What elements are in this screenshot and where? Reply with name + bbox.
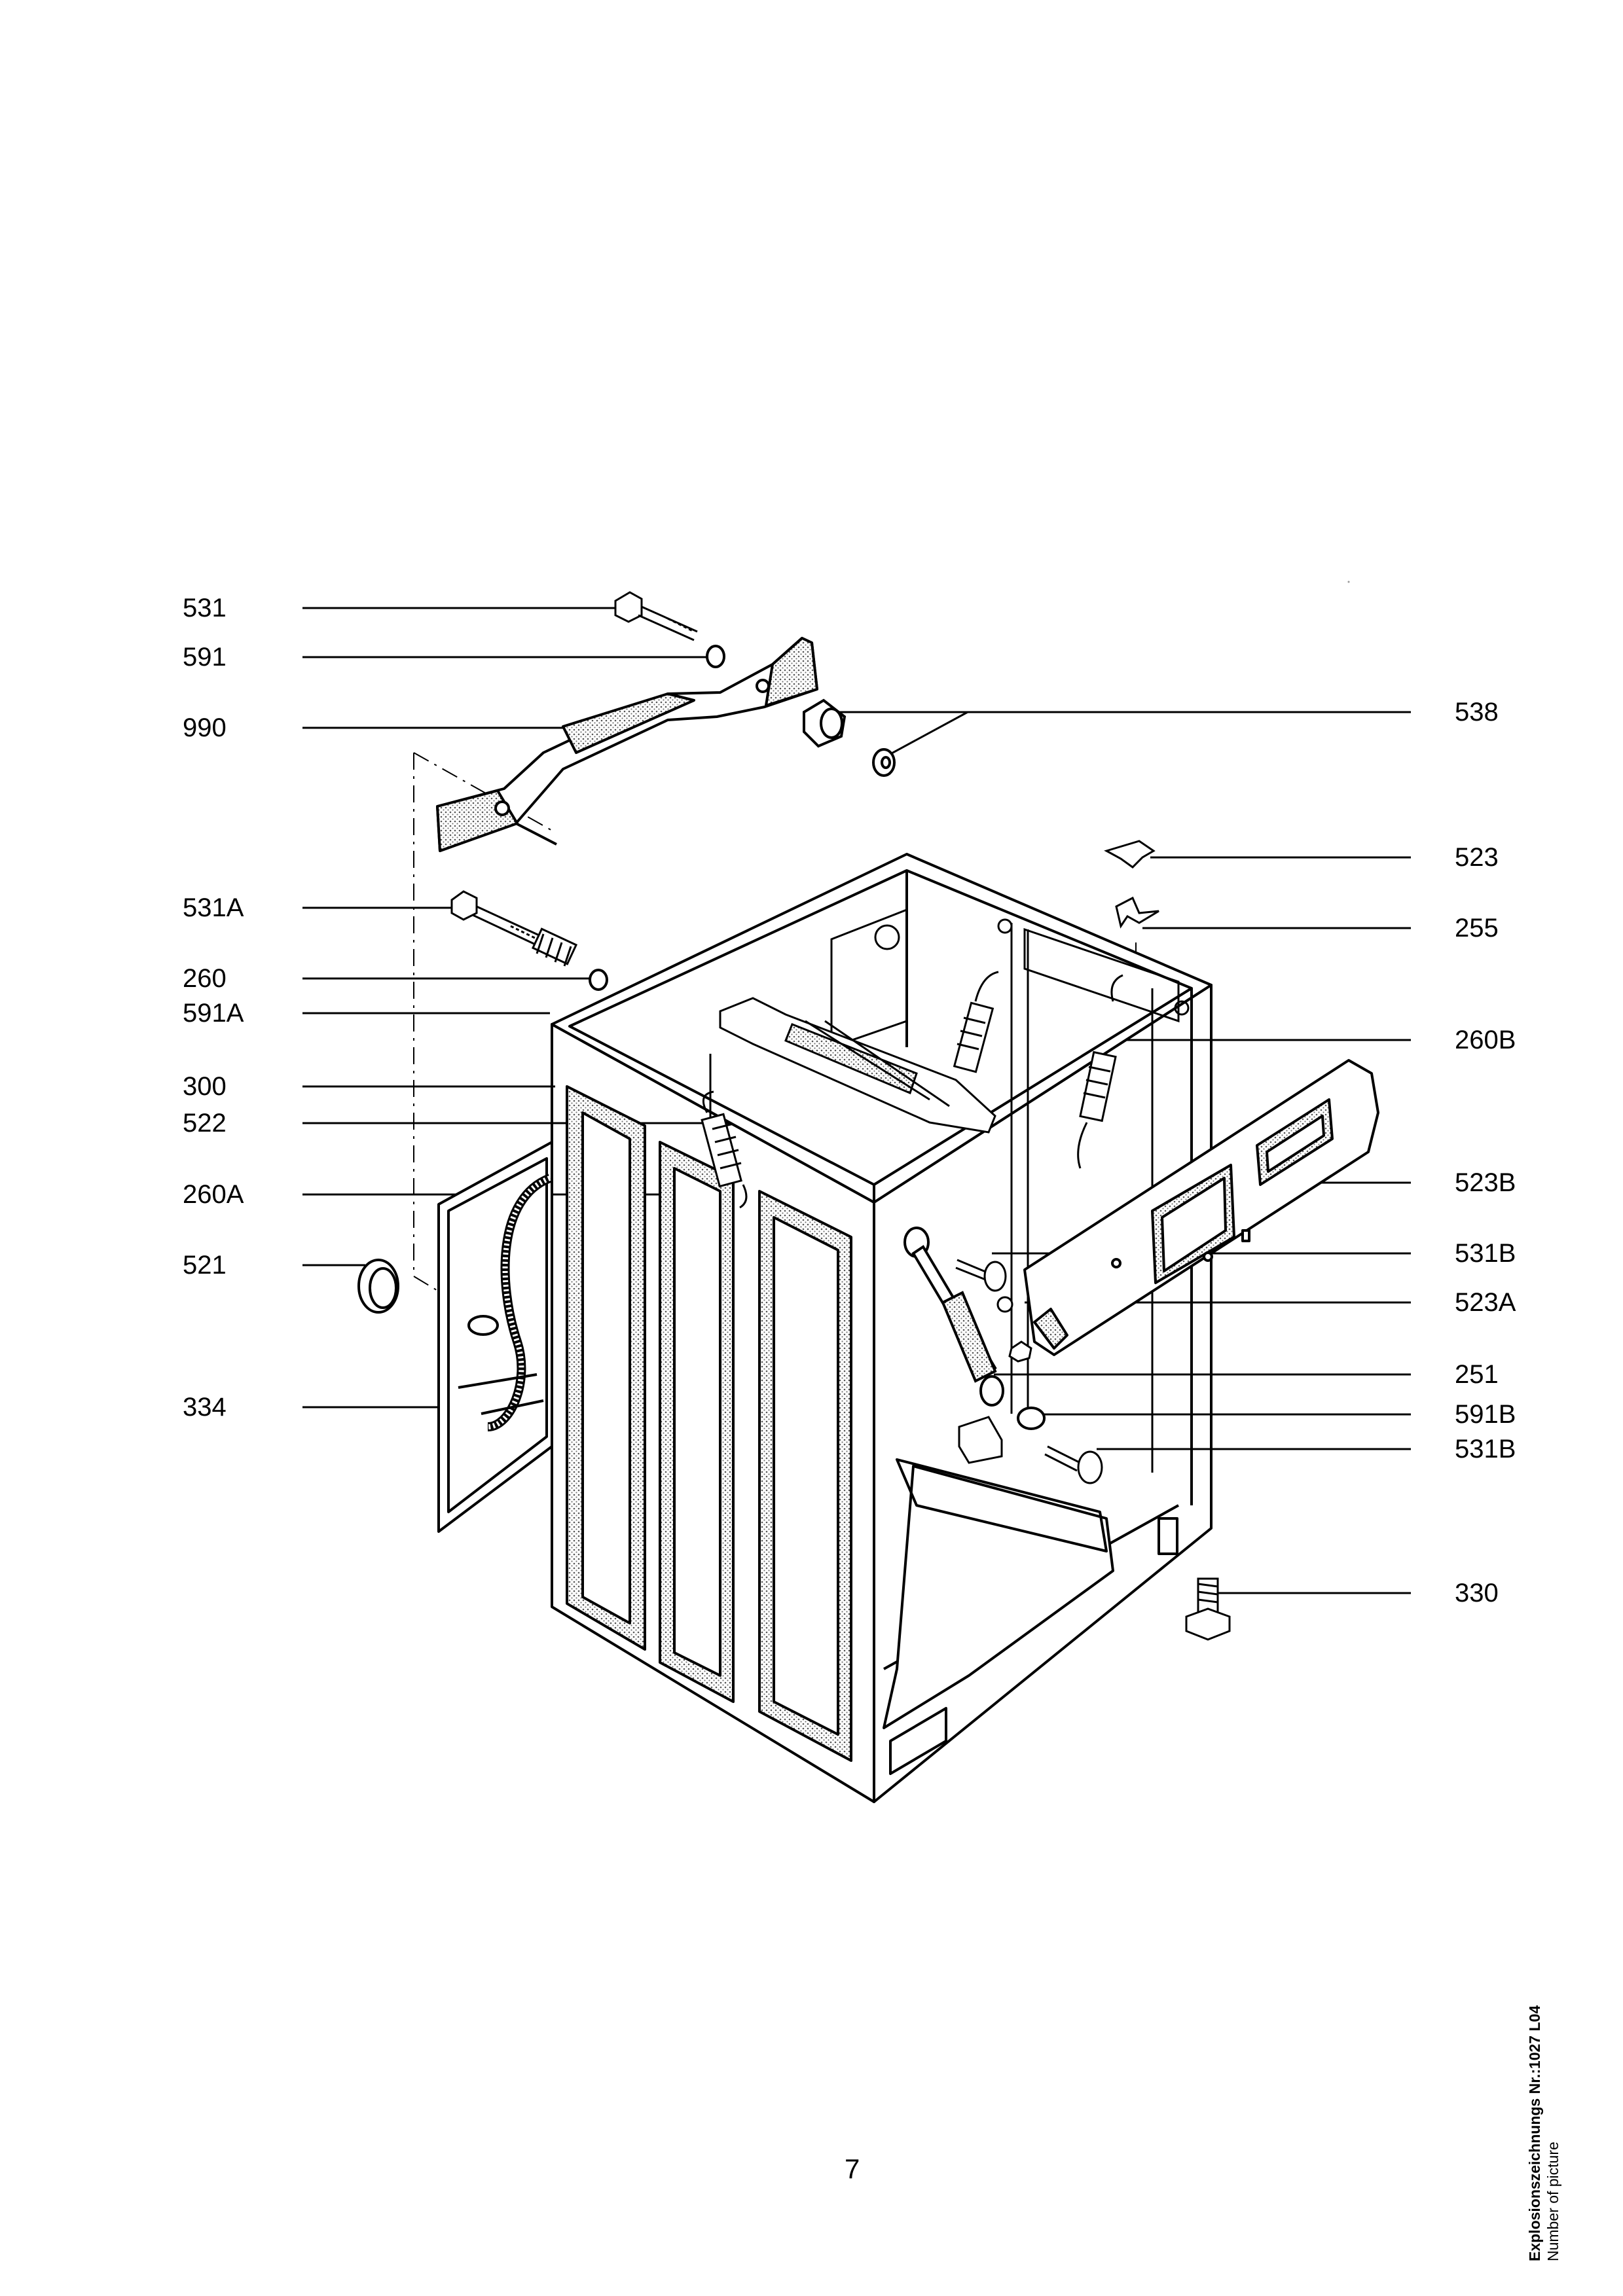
spring-260A [701,1090,748,1209]
bolt-531B-upper [955,1259,1007,1292]
lower-bracket [958,1416,1003,1464]
washer-591 [706,645,725,668]
callout-label: 523B [1455,1168,1516,1197]
callout-label: 523 [1455,843,1499,872]
callout-label: 538 [1455,698,1499,726]
washer-591B [1017,1407,1046,1430]
callout-label: 260B [1455,1026,1516,1054]
washer-591A [589,969,608,991]
callout-label: 531B [1455,1435,1516,1463]
picture-number-caption: Explosionszeichnungs Nr.:1027 L04 Number… [1525,2005,1562,2261]
bolt-531B-lower [1044,1445,1103,1484]
callout-label: 531B [1455,1239,1516,1268]
callout-label: 300 [183,1072,227,1101]
callout-label: 523A [1455,1288,1516,1317]
clip-255 [1115,896,1159,929]
callout-label: 255 [1455,914,1499,942]
page-number: 7 [845,2153,860,2184]
foot-330 [1185,1577,1231,1641]
callout-label: 334 [183,1393,227,1422]
callout-label: 521 [183,1251,227,1280]
shock-absorber-251 [903,1227,1004,1407]
callout-label: 591A [183,999,244,1028]
bolt-531A [450,890,544,947]
callout-label: 251 [1455,1360,1499,1389]
side-beam-523B [1023,1059,1379,1356]
callout-label: 990 [183,713,227,742]
callout-label: 260A [183,1180,244,1209]
spring-260 [531,927,578,967]
front-panels [566,1085,852,1762]
cross-bar-990 [436,637,818,852]
callout-label: 260 [183,964,227,993]
callout-label: 531A [183,893,244,922]
callout-label: 330 [1455,1579,1499,1607]
callout-label: 522 [183,1109,227,1138]
traverse-522 [719,997,996,1134]
callout-label: 591B [1455,1400,1516,1429]
stray-dot [1347,581,1350,583]
bushes-538 [803,698,896,777]
bolt-531 [614,591,698,641]
rear-panel-334 [437,1141,553,1533]
nut-523A [996,1296,1032,1363]
ring-521 [357,1259,399,1314]
clip-523 [1104,840,1156,869]
spring-260B-right [1077,974,1123,1169]
callout-label: 591 [183,643,227,672]
spring-260B-left [953,971,999,1073]
caption-subtitle: Number of picture [1544,2142,1561,2261]
callout-label: 531 [183,594,227,622]
caption-title: Explosionszeichnungs Nr.:1027 L04 [1526,2005,1543,2261]
